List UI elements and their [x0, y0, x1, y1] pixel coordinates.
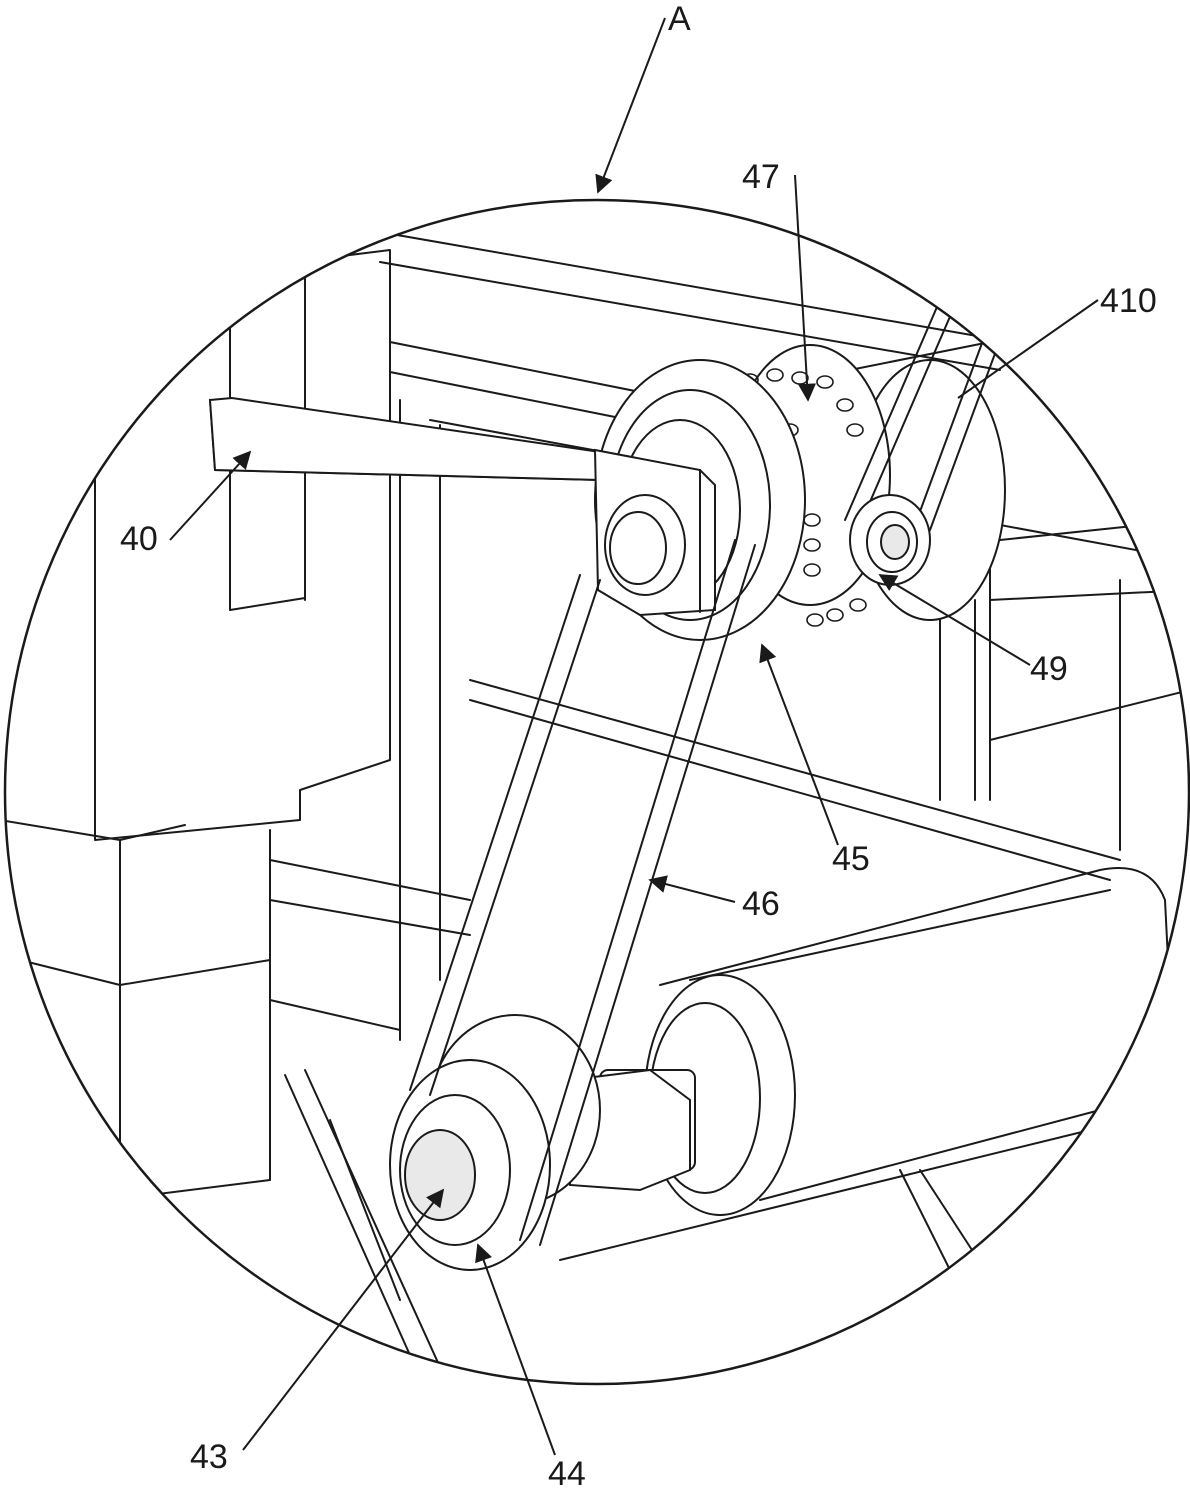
leader-46	[648, 875, 736, 903]
leader-44	[475, 1243, 556, 1456]
upper-link-belt	[844, 299, 1001, 586]
leader-45	[759, 643, 839, 846]
leader-40	[169, 450, 252, 541]
conveyor-belt	[659, 867, 1171, 1201]
view-arrow	[595, 17, 666, 194]
mechanism-drawing	[5, 231, 1189, 1384]
transmission-belt	[409, 539, 756, 1246]
lower-roller	[389, 974, 796, 1271]
detail-circle	[3, 198, 1190, 1386]
leader-43	[242, 1188, 445, 1451]
leader-49	[878, 574, 1031, 666]
lower-shaft	[404, 1129, 476, 1221]
callout-410: 410	[1100, 282, 1157, 320]
callouts: A 40 410 43 44 45 46 47 49	[120, 0, 1157, 1493]
callout-43: 43	[190, 1438, 228, 1476]
callout-47: 47	[742, 158, 780, 196]
view-label: A	[668, 0, 691, 38]
callout-49: 49	[1030, 650, 1068, 688]
callout-45: 45	[832, 840, 870, 878]
crank-arm	[208, 396, 716, 617]
leader-410	[957, 299, 1099, 399]
leader-47	[794, 174, 817, 402]
callout-40: 40	[120, 520, 158, 558]
callout-46: 46	[742, 885, 780, 923]
callout-44: 44	[548, 1455, 586, 1493]
support-legs	[284, 1069, 1091, 1384]
